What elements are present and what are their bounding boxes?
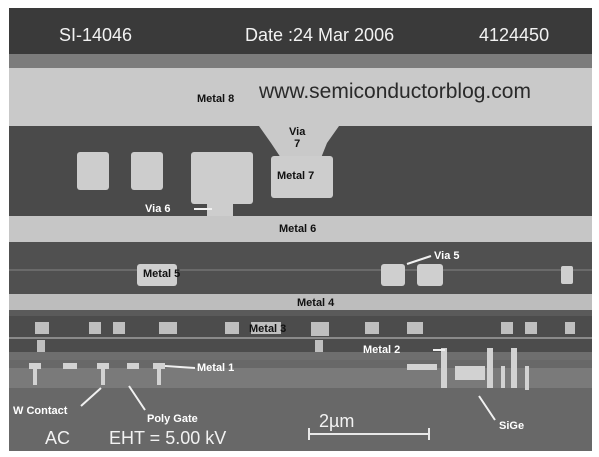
eht-voltage: EHT = 5.00 kV [109, 428, 227, 448]
label-w-contact: W Contact [13, 405, 68, 417]
metal-7-block [77, 152, 109, 190]
via-6 [207, 203, 233, 218]
annotation-arrows [80, 208, 496, 421]
sem-cross-section-image: SI-14046 Date :24 Mar 2006 4124450 www.s… [9, 8, 592, 451]
metal-8-layer [9, 68, 592, 126]
via-7 [259, 126, 339, 158]
capture-date: Date :24 Mar 2006 [245, 25, 395, 45]
image-number: 4124450 [479, 25, 550, 45]
detector-mode: AC [45, 428, 71, 448]
metal-4-layer [9, 294, 592, 310]
label-metal-7: Metal 7 [277, 170, 315, 182]
label-metal-3: Metal 3 [249, 323, 287, 335]
label-metal-5: Metal 5 [143, 268, 181, 280]
cross-section-drawing [9, 8, 592, 451]
label-metal-8: Metal 8 [197, 93, 235, 105]
metal-3-blocks [35, 322, 575, 354]
label-poly-gate: Poly Gate [147, 413, 198, 425]
scale-bar-label: 2µm [319, 411, 355, 431]
website-watermark: www.semiconductorblog.com [259, 80, 531, 103]
label-metal-6: Metal 6 [279, 223, 317, 235]
label-via-7: Via 7 [289, 126, 306, 150]
label-via-6: Via 6 [145, 203, 171, 215]
metal-6-layer [9, 216, 592, 242]
sample-id: SI-14046 [59, 25, 133, 45]
label-sige: SiGe [499, 420, 525, 432]
metal-5-block [137, 264, 177, 286]
metal-1-contacts [29, 348, 529, 390]
label-metal-1: Metal 1 [197, 362, 235, 374]
label-via-5: Via 5 [434, 250, 460, 262]
label-metal-2: Metal 2 [363, 344, 401, 356]
label-metal-4: Metal 4 [297, 297, 335, 309]
